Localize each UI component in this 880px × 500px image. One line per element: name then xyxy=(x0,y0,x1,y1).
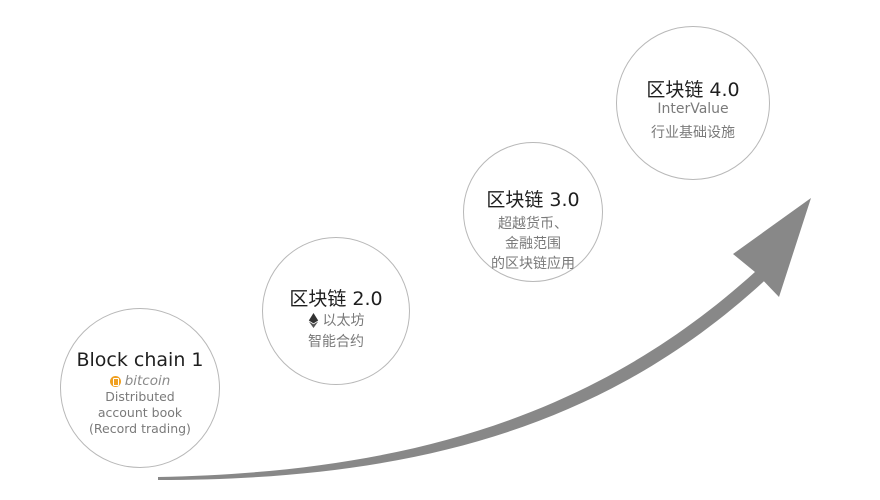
stage-1-brand-label: bitcoin xyxy=(124,373,171,389)
stage-1-circle: Block chain 1 bitcoin Distributed accoun… xyxy=(60,308,220,468)
stage-4-title: 区块链 4.0 xyxy=(646,79,740,101)
ethereum-icon xyxy=(308,312,318,328)
stage-4-line-1: InterValue xyxy=(657,101,729,117)
stage-4-circle: 区块链 4.0 InterValue 行业基础设施 xyxy=(616,26,770,180)
stage-1-line-2: account book xyxy=(97,405,183,420)
bitcoin-icon xyxy=(109,375,121,387)
stage-2-title: 区块链 2.0 xyxy=(289,288,383,310)
stage-2-brand: 以太坊 xyxy=(263,310,409,332)
stage-2-line-1: 智能合约 xyxy=(308,334,364,350)
stage-1-line-1: Distributed xyxy=(105,389,175,404)
stage-3-circle: 区块链 3.0 超越货币、 金融范围 的区块链应用 xyxy=(463,142,603,282)
stage-3-line-2: 金融范围 xyxy=(505,236,561,252)
stage-2-circle: 区块链 2.0 以太坊 智能合约 xyxy=(262,237,410,385)
stage-3-line-3: 的区块链应用 xyxy=(491,256,575,272)
stage-1-brand: bitcoin xyxy=(61,373,219,391)
arrow-shaft xyxy=(158,258,778,480)
stage-1-title: Block chain 1 xyxy=(76,349,204,371)
stage-1-line-3: (Record trading) xyxy=(89,421,191,436)
stage-3-title: 区块链 3.0 xyxy=(486,189,580,211)
stage-2-brand-label: 以太坊 xyxy=(322,313,365,329)
arrow-head xyxy=(733,198,811,297)
stage-4-line-2: 行业基础设施 xyxy=(651,125,735,141)
stage-3-line-1: 超越货币、 xyxy=(498,216,568,232)
